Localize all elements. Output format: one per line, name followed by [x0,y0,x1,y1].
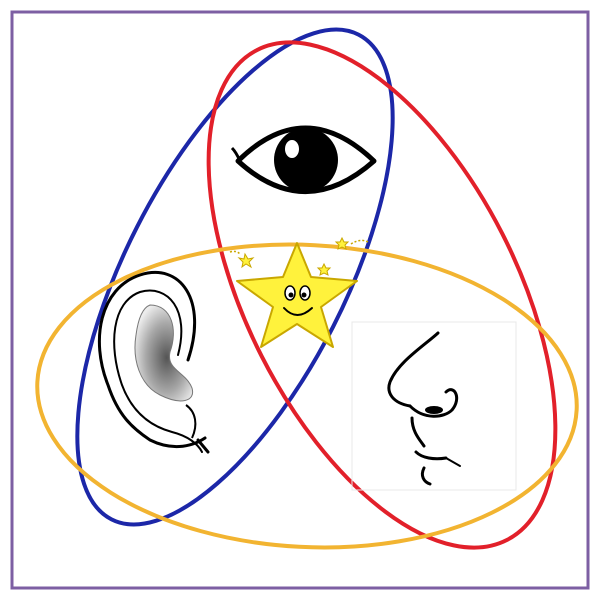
eye-icon [230,125,377,194]
ear-icon [97,271,210,454]
red-ellipse [206,40,558,550]
star-icon [229,236,369,348]
yellow-ellipse [35,242,579,550]
diagram-frame [10,10,590,590]
blue-ellipse [75,27,395,527]
nose-icon [351,321,517,491]
